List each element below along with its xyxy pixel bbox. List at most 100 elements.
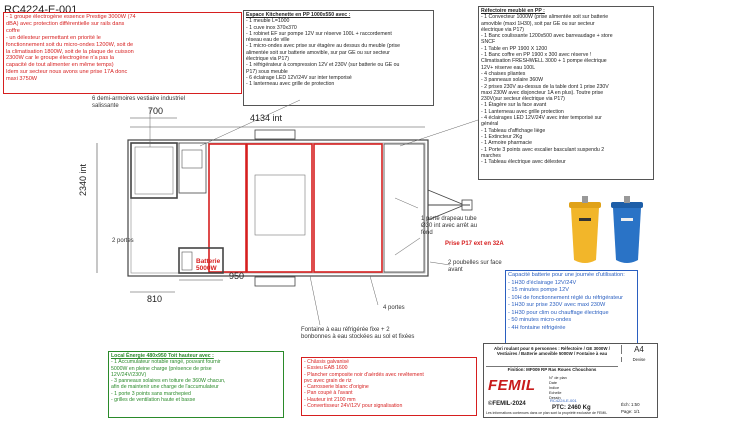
chassis-line: pvc avec grain de riz: [304, 377, 352, 384]
leader-fontaine: [309, 275, 321, 326]
bin-yellow-icon: [569, 196, 601, 263]
generator-line: la climatisation 1800W, soit de la plaqu…: [6, 48, 134, 55]
trash-bins: [569, 196, 643, 263]
energy-title: Local Énergie 480x950 Toit hauteur avec …: [111, 353, 214, 359]
hitch-head: [461, 199, 473, 211]
refectory-line: général: [481, 121, 499, 128]
battery-item: - 4H fontaine réfrigérée: [508, 324, 566, 331]
door-swing: [394, 237, 421, 256]
energy-line: 12V/24V/230V): [111, 371, 147, 378]
refectory-line: marches: [481, 152, 501, 159]
refectory-line: - 4 chaises pliantes: [481, 70, 526, 77]
label-batterie: Batterie 5000W: [196, 258, 221, 272]
label-prise-p17: Prise P17 ext en 32A: [445, 241, 504, 247]
refectory-line: - 2 prises 230V au-dessus de la table do…: [481, 83, 609, 90]
entry-zone: [383, 143, 425, 273]
title-block-copyright: ©FEMIL-2024: [488, 401, 526, 407]
refectory-line: maxi 230W avec disjoncteur 1A en plus). …: [481, 89, 604, 96]
battery-capacity-title: Capacité batterie pour une journée d'uti…: [508, 272, 625, 278]
chassis-line: - Convertisseur 24V/12V pour signalisati…: [304, 403, 403, 410]
label-portes: 2 portes: [112, 238, 134, 244]
kitchen-line: - 1 meuble L=1000: [246, 18, 290, 25]
refectory-line: - 1 Tableau électrique avec délesteur: [481, 159, 566, 166]
refectory-line: - 1 Étagère sur la face avant: [481, 102, 547, 109]
leader-refectory: [399, 119, 479, 147]
bin-blue-icon: [611, 196, 643, 263]
kitchen-line: - 1 cuve inox 370x370: [246, 24, 297, 31]
battery-zone: [178, 247, 224, 274]
title-block-field: N° de plan: [549, 376, 567, 380]
leader-kitchen: [199, 99, 301, 147]
energy-line: - 3 panneaux solaires en toiture de 360W…: [111, 378, 226, 385]
refectory-title: Réfectoire meublé en PP :: [481, 8, 545, 14]
dim-4134: 4134 int: [250, 113, 283, 123]
label-portes4: 4 portes: [383, 305, 405, 311]
table: [254, 174, 306, 236]
refectory-line: Climatisation FRESHWELL 3000 + 1 pompe é…: [481, 58, 607, 65]
battery-item: - 1H30 pour clim ou chauffage électrique: [508, 309, 609, 316]
leader-porte: [394, 197, 419, 209]
drawbar-top: [427, 189, 463, 205]
refectory-line: - 1 Extincteur 2Kg: [481, 133, 523, 140]
refectory-line: 12V+ réserve eau 100L: [481, 64, 536, 71]
leader-poubelles: [429, 261, 451, 266]
refectory-line: 230V(sur secteur électrique via P17): [481, 96, 565, 103]
generator-line: - 1 groupe électrogène essence Prestige …: [6, 14, 136, 20]
drawbar-bottom: [427, 205, 463, 221]
sink-block: [181, 149, 203, 169]
refectory-line: - 1 Banc coffre en PP 1900 x 300 avec ré…: [481, 52, 592, 59]
battery-item: - 1H30 d'éclairage 12V/24V: [508, 279, 577, 286]
chassis-line: - Plancher composite noir d'aérdés avec …: [304, 371, 424, 378]
refectory-line: SNCF: [481, 39, 496, 46]
kitchen-line: P17) sous meuble: [246, 68, 288, 75]
title-block-devise: Devise: [621, 357, 656, 362]
title-block-desc: Abri roulant pour 6 personnes : Réfectoi…: [494, 346, 610, 357]
plan-inner-wall: [130, 142, 426, 274]
label-demi-armoires: 6 demi-armoires vestiaire industriel sal…: [92, 96, 186, 109]
title-block-field: Date: [549, 381, 558, 385]
kitchen-line: réseau eau de ville: [246, 37, 290, 44]
leader-portes4: [369, 275, 379, 306]
generator-line: coffre: [6, 27, 20, 34]
refectory-line: - 1 Convecteur 1000W (prise alimentée so…: [481, 14, 609, 21]
dim-700: 700: [148, 106, 164, 116]
chassis-line: - Carrosserie blanc d'origine: [304, 384, 369, 391]
energy-line: 5000W en pleine charge (présence de pris…: [111, 365, 212, 372]
title-block-field: Indice: [549, 386, 560, 390]
title-block: Abri roulant pour 6 personnes : Réfectoi…: [483, 343, 658, 418]
kitchen-line: - 1 réfrigérateur à compression 12V et 2…: [246, 62, 400, 69]
label-fontaine: Fontaine à eau réfrigérée fixe + 2 bonbo…: [301, 327, 415, 340]
refectory-line: - 1 Armoire pharmacie: [481, 140, 533, 147]
kitchenette-zone: [178, 142, 207, 194]
refectory-line: - 3 panneaux solaire 360W: [481, 77, 543, 84]
battery-item: - 15 minutes pompe 12V: [508, 287, 569, 293]
vestiaire-inner: [134, 146, 174, 195]
battery-item: - 10H de fonctionnement réglé du réfrigé…: [508, 294, 624, 301]
generator-line: 2300W car le groupe électrogène n'a pas …: [6, 55, 115, 62]
dim-2340: 2340 int: [78, 163, 88, 196]
generator-line: capacité de tout alimenter en même temps…: [6, 62, 114, 69]
title-block-finition: Finition: MF009 RP Ras Roues Chouchons: [486, 366, 618, 372]
title-block-format: A4: [621, 345, 656, 354]
plan-outer-wall: [127, 139, 429, 277]
dim-810: 810: [147, 294, 163, 304]
kitchen-line: alimentée soit sur batterie amovible, su…: [246, 49, 390, 56]
refectory-line: - 1 Banc coulissante 1200x500 avec barre…: [481, 33, 613, 40]
battery-capacity-box: Capacité batterie pour une journée d'uti…: [505, 270, 638, 346]
battery-inner: [181, 251, 193, 271]
kitchen-line: - 1 lanterneau avec grille de protection: [246, 81, 335, 88]
chassis-box: - Châssis galvanisé- Essieu EAB 1600- Pl…: [301, 357, 477, 416]
refectory-line: - 1 Porte 3 points avec escalier bascula…: [481, 146, 605, 153]
energy-line: afin de maintenir une charge de l'accumu…: [111, 384, 219, 391]
dim-950: 950: [229, 271, 245, 281]
generator-line: Idem sur secteur nous avons une prise 17…: [6, 69, 128, 76]
label-porte-drapeau: 1 porte drapeau tube Ø30 int avec arrêt …: [421, 216, 478, 236]
kitchen-title: Espace Kitchenette en PP 1000x550 avec :: [246, 12, 351, 18]
title-block-field: Dessin: [549, 396, 561, 400]
wheel-top: [254, 129, 296, 140]
chassis-line: - Hauteur int 2100 mm: [304, 396, 356, 403]
refectory-box: Réfectoire meublé en PP : - 1 Convecteur…: [478, 6, 654, 180]
title-block-refcode: RC4224-E-001: [550, 398, 577, 403]
wheel-bottom: [254, 276, 296, 287]
